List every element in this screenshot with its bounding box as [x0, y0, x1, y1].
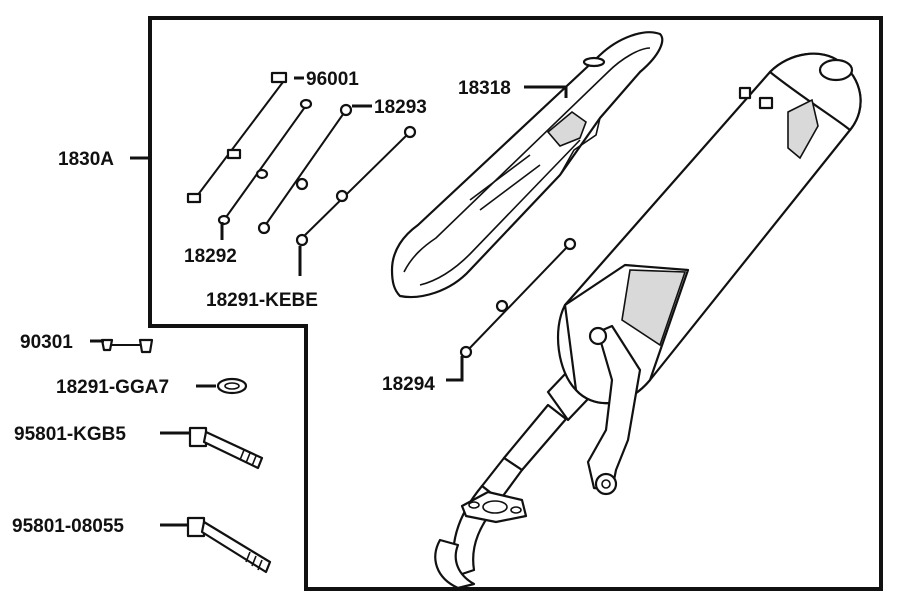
assembly-frame	[148, 16, 883, 591]
washer-icon	[217, 98, 313, 226]
label-18291-gga7: 18291-GGA7	[56, 377, 169, 398]
nut-icon	[459, 237, 577, 359]
label-18318: 18318	[458, 78, 511, 99]
bolt-icon	[186, 516, 272, 574]
washer-icon	[216, 377, 248, 395]
label-18293: 18293	[374, 97, 427, 118]
label-95801-08055: 95801-08055	[12, 516, 124, 537]
label-90301: 90301	[20, 332, 73, 353]
label-18294: 18294	[382, 374, 435, 395]
gasket-icon	[295, 125, 417, 247]
label-96001: 96001	[306, 69, 359, 90]
leader-lines	[90, 76, 568, 527]
label-18291-kebe: 18291-KEBE	[206, 290, 318, 311]
bolt-icon	[188, 426, 264, 470]
label-18292: 18292	[184, 246, 237, 267]
bolt-icon	[186, 71, 288, 204]
exhaust-muffler-icon	[434, 52, 862, 590]
heat-shield-icon	[390, 31, 664, 299]
label-1830a: 1830A	[58, 149, 114, 170]
label-95801-kgb5: 95801-KGB5	[14, 424, 126, 445]
clip-icon	[100, 338, 154, 354]
nut-icon	[257, 103, 353, 235]
